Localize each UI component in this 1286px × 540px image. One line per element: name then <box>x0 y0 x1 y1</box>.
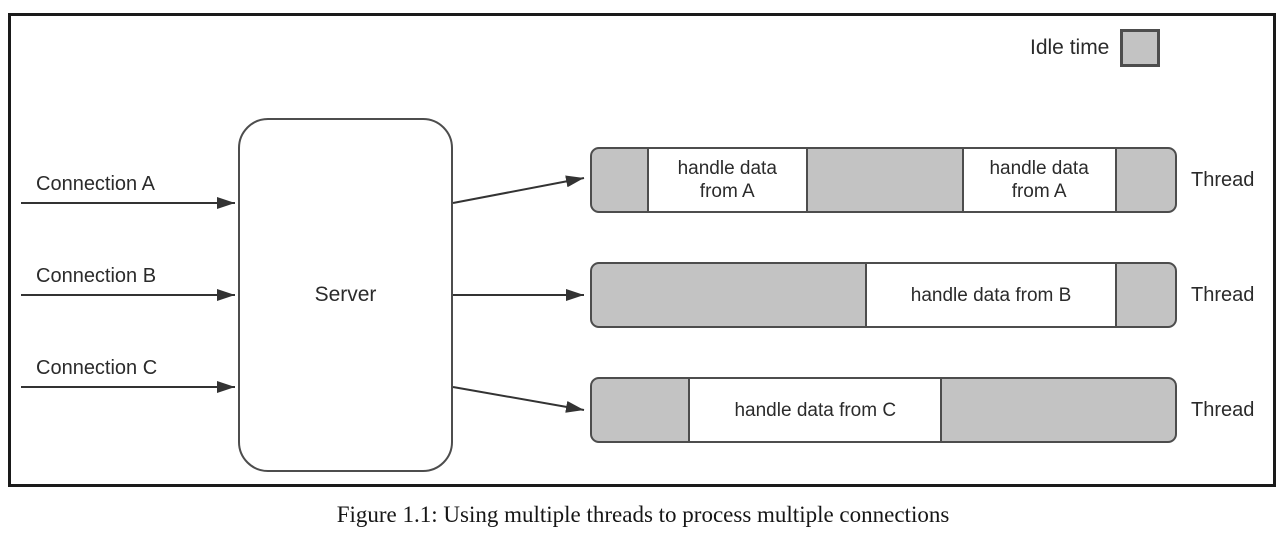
busy-segment: handle data from A <box>646 149 808 211</box>
idle-time-swatch <box>1120 29 1161 67</box>
idle-segment <box>592 264 865 326</box>
server-label: Server <box>314 283 377 306</box>
server-box: Server <box>238 118 453 472</box>
idle-segment <box>1117 149 1175 211</box>
connection-c-label: Connection C <box>36 357 158 379</box>
idle-segment <box>592 379 688 441</box>
idle-segment <box>1117 264 1175 326</box>
idle-segment <box>592 149 647 211</box>
thread-row-a: handle data from A handle data from A Th… <box>590 147 1254 213</box>
thread-label: Thread <box>1191 398 1255 421</box>
thread-label: Thread <box>1191 168 1255 191</box>
connection-b-label: Connection B <box>36 265 157 287</box>
figure-caption: Figure 1.1: Using multiple threads to pr… <box>336 502 950 527</box>
idle-time-label: Idle time <box>1030 36 1110 59</box>
busy-segment: handle data from B <box>864 264 1118 326</box>
thread-bar-a: handle data from A handle data from A <box>590 147 1177 213</box>
busy-segment: handle data from A <box>961 149 1117 211</box>
idle-time-legend: Idle time <box>1030 27 1161 69</box>
thread-bar-b: handle data from B <box>590 262 1177 328</box>
connection-a-label: Connection A <box>36 173 155 195</box>
idle-segment <box>808 149 962 211</box>
thread-bar-c: handle data from C <box>590 377 1177 443</box>
idle-segment <box>942 379 1175 441</box>
thread-row-b: handle data from B Thread <box>590 262 1254 328</box>
thread-label: Thread <box>1191 283 1255 306</box>
thread-row-c: handle data from C Thread <box>590 377 1254 443</box>
busy-segment: handle data from C <box>688 379 943 441</box>
